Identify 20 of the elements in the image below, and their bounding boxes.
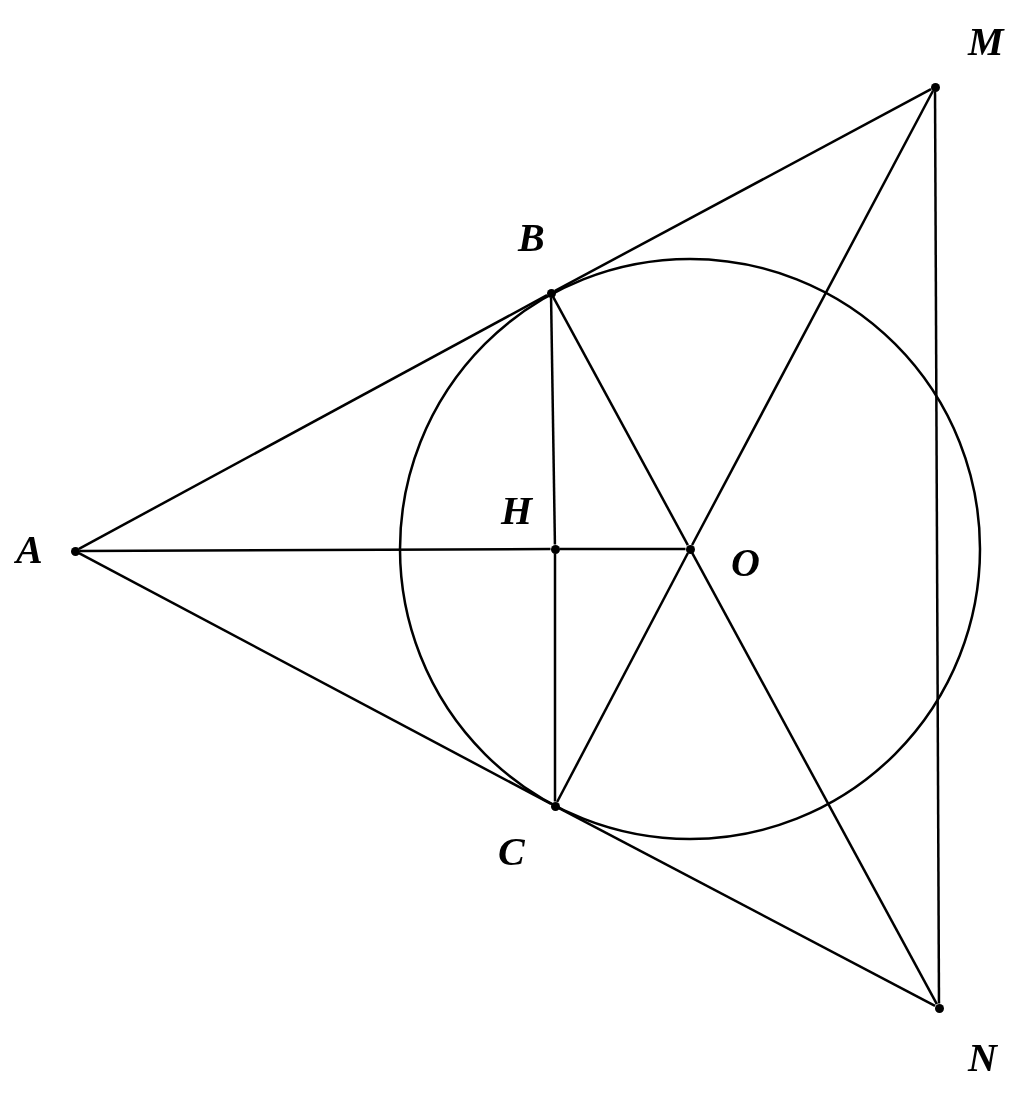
line-segment <box>691 90 934 546</box>
line-segment <box>558 807 936 1007</box>
point-label: M <box>968 22 1004 62</box>
point-label: C <box>498 832 525 872</box>
line-segment <box>933 91 941 1004</box>
line-segment <box>552 296 689 546</box>
point-label: O <box>731 543 760 583</box>
point-label: A <box>16 530 43 570</box>
line-segment <box>79 547 551 553</box>
line-segment <box>78 294 548 550</box>
line-segment <box>549 297 557 545</box>
line-segment <box>554 88 932 292</box>
line-segment <box>553 553 557 802</box>
line-segment <box>78 552 552 805</box>
line-segment <box>559 547 686 551</box>
point-label: N <box>968 1038 997 1078</box>
line-segment <box>691 552 938 1005</box>
line-segment <box>556 552 689 803</box>
point-label: B <box>518 218 545 258</box>
point-label: H <box>501 491 533 531</box>
